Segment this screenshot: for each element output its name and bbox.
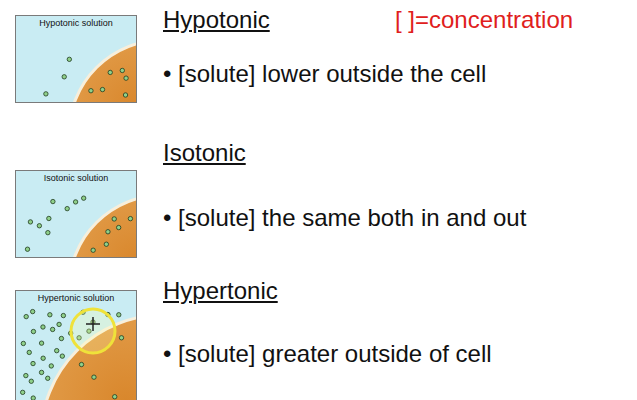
solute-dot (31, 329, 35, 333)
panel-label: Hypotonic solution (16, 16, 136, 29)
solute-dot (61, 313, 65, 317)
solute-dot (41, 356, 45, 360)
solute-dot (39, 341, 43, 345)
solute-dot (39, 370, 43, 374)
solute-dot (46, 376, 50, 380)
solution-panel: Hypertonic solution (15, 290, 137, 400)
solute-dot (29, 379, 33, 383)
solute-dot (79, 362, 83, 366)
solute-dot (92, 375, 96, 379)
solute-dot (49, 364, 53, 368)
cell-body (69, 40, 137, 103)
cursor-highlight (71, 309, 115, 353)
solute-dot (25, 247, 29, 251)
solute-dot (112, 217, 116, 221)
cell-illustration (16, 16, 137, 103)
solute-dot (120, 68, 124, 72)
solute-dot (73, 200, 77, 204)
solute-dot (24, 373, 28, 377)
solute-dot (50, 327, 54, 331)
solute-dot (47, 216, 51, 220)
solute-dot (24, 314, 28, 318)
solute-dot (123, 93, 127, 97)
section-heading: Hypertonic (163, 277, 278, 305)
solution-panel: Hypotonic solution (15, 15, 137, 103)
solute-dot (100, 87, 104, 91)
solute-dot (81, 196, 85, 200)
cell-illustration (16, 291, 137, 400)
solute-dot (31, 361, 35, 365)
solute-dot (31, 396, 35, 400)
legend-note: [ ]=concentration (395, 6, 573, 34)
bullet-text: • [solute] greater outside of cell (163, 340, 492, 368)
cell-illustration (16, 171, 137, 258)
panel-label: Isotonic solution (16, 171, 136, 184)
solute-dot (44, 92, 48, 96)
solute-dot (124, 76, 128, 80)
solute-dot (59, 336, 63, 340)
solute-dot (27, 350, 31, 354)
solute-dot (41, 325, 45, 329)
solute-dot (55, 348, 59, 352)
cell-body (69, 195, 137, 258)
solute-dot (128, 216, 132, 220)
solute-dot (65, 206, 69, 210)
bullet-text: • [solute] the same both in and out (163, 204, 526, 232)
solute-dot (51, 199, 55, 203)
solute-dot (30, 309, 34, 313)
solute-dot (119, 336, 123, 340)
solute-dot (108, 70, 112, 74)
bullet-text: • [solute] lower outside the cell (163, 60, 486, 88)
solute-dot (48, 313, 52, 317)
solution-panel: Isotonic solution (15, 170, 137, 258)
panel-label: Hypertonic solution (16, 291, 136, 304)
solute-dot (67, 57, 71, 61)
solute-dot (89, 89, 93, 93)
solute-dot (62, 75, 66, 79)
solute-dot (60, 354, 64, 358)
section-heading: Hypotonic (163, 6, 270, 34)
solute-dot (91, 248, 95, 252)
solute-dot (106, 230, 110, 234)
solute-dot (57, 322, 61, 326)
solute-dot (113, 395, 117, 399)
solute-dot (21, 341, 25, 345)
solute-dot (20, 390, 24, 394)
solute-dot (46, 230, 50, 234)
solute-dot (116, 225, 120, 229)
section-heading: Isotonic (163, 139, 246, 167)
solute-dot (28, 220, 32, 224)
solute-dot (37, 224, 41, 228)
solute-dot (117, 313, 121, 317)
solute-dot (104, 242, 108, 246)
